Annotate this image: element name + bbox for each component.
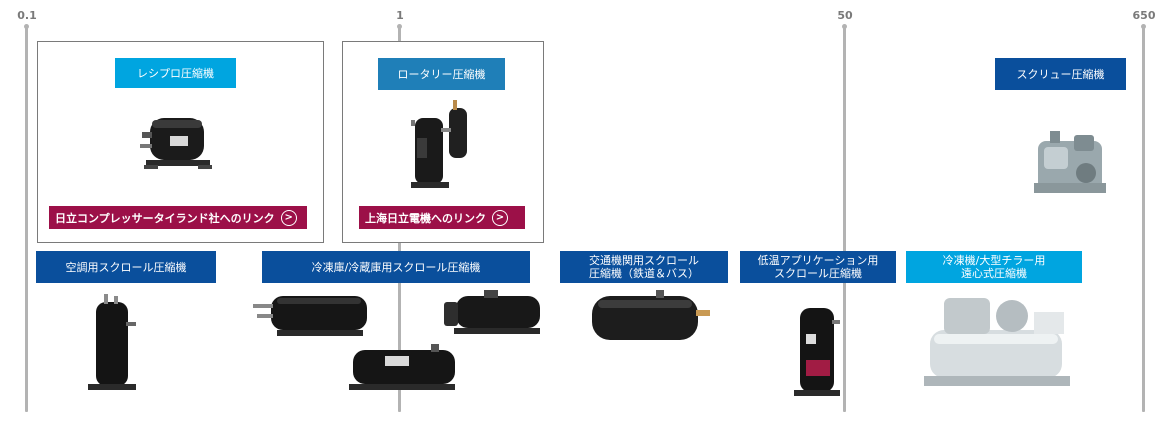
axis-tick-dot	[397, 24, 402, 29]
axis-line	[25, 26, 28, 412]
transport-scroll-tag[interactable]: 交通機関用スクロール 圧縮機（鉄道＆バス）	[560, 251, 728, 283]
axis-tick-dot	[842, 24, 847, 29]
centrifugal-tag[interactable]: 冷凍機/大型チラー用 遠心式圧縮機	[906, 251, 1082, 283]
screw-compressor-tag[interactable]: スクリュー圧縮機	[995, 58, 1126, 90]
screw-compressor-image	[1034, 131, 1106, 193]
rotary-compressor-tag[interactable]: ロータリー圧縮機	[378, 58, 505, 90]
refrig-scroll-compressor-image	[253, 296, 367, 336]
reciprocating-compressor-image	[140, 118, 212, 169]
axis-tick-dot	[1141, 24, 1146, 29]
shanghai-link-label: 上海日立電機へのリンク	[365, 211, 486, 225]
arrow-right-circle-icon: >	[280, 209, 297, 226]
reciprocating-compressor-tag[interactable]: レシプロ圧縮機	[115, 58, 236, 88]
transport-scroll-compressor-image	[592, 290, 710, 340]
axis-tick-label: 50	[837, 9, 853, 22]
ac-scroll-tag[interactable]: 空調用スクロール圧縮機	[36, 251, 216, 283]
axis-line	[1142, 26, 1145, 412]
refrig-scroll-compressor-image	[349, 344, 455, 390]
refrig-scroll-tag[interactable]: 冷凍庫/冷蔵庫用スクロール圧縮機	[262, 251, 530, 283]
thailand-link-button[interactable]: 日立コンプレッサータイランド社へのリンク >	[49, 206, 307, 229]
arrow-right-circle-icon: >	[492, 209, 508, 226]
refrig-scroll-compressor-image	[444, 290, 540, 334]
rotary-compressor-image	[411, 100, 467, 188]
centrifugal-chiller-image	[924, 298, 1070, 386]
thailand-link-label: 日立コンプレッサータイランド社へのリンク	[55, 211, 275, 225]
axis-tick-label: 1	[396, 9, 404, 22]
axis-tick-label: 650	[1132, 9, 1156, 22]
lowtemp-scroll-compressor-image	[794, 308, 840, 396]
shanghai-link-button[interactable]: 上海日立電機へのリンク >	[359, 206, 525, 229]
axis-line	[843, 26, 846, 412]
axis-tick-label: 0.1	[17, 9, 37, 22]
lowtemp-scroll-tag[interactable]: 低温アプリケーション用 スクロール圧縮機	[740, 251, 896, 283]
ac-scroll-compressor-image	[88, 294, 136, 390]
axis-tick-dot	[24, 24, 29, 29]
